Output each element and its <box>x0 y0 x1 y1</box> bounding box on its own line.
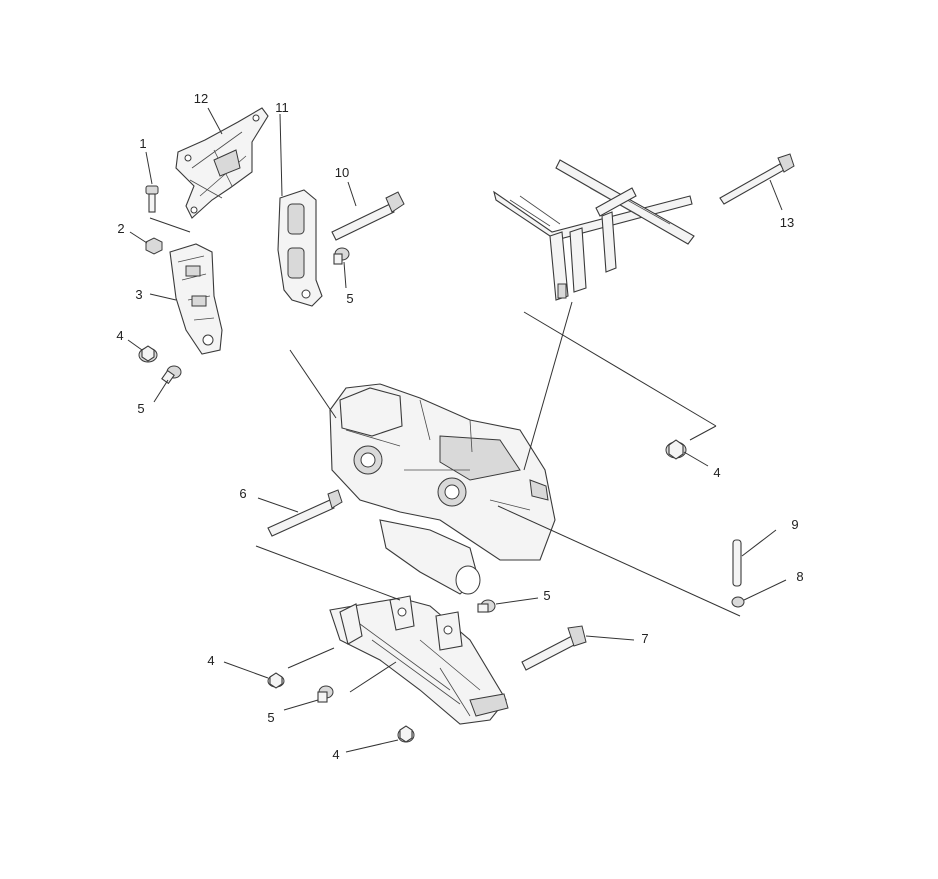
callout-5-upper-left: 5 <box>137 401 144 416</box>
part-5-short-bolt-d <box>317 685 334 703</box>
callout-4-bottom: 4 <box>332 747 339 762</box>
part-1-bolt <box>145 185 159 213</box>
part-9-pin <box>732 539 742 587</box>
callout-12: 12 <box>194 91 208 106</box>
part-4-flange-nut-b <box>665 439 687 460</box>
part-4-flange-nut-a <box>138 345 158 363</box>
callout-3: 3 <box>135 287 142 302</box>
lower-cradle <box>329 595 509 725</box>
part-8-nut <box>731 596 745 608</box>
part-10-long-bolt <box>331 191 405 241</box>
engine-assembly <box>329 383 556 595</box>
part-5-short-bolt-b <box>333 247 350 265</box>
callout-4-lower-left: 4 <box>207 653 214 668</box>
callout-4-right: 4 <box>713 465 720 480</box>
callout-11: 11 <box>275 100 289 115</box>
callout-7: 7 <box>641 631 648 646</box>
callout-4-upper-left: 4 <box>116 328 123 343</box>
part-4-flange-nut-c <box>267 672 285 689</box>
part-11-tall-bracket <box>277 189 323 307</box>
part-5-short-bolt-c <box>477 599 496 613</box>
part-6-long-bolt <box>267 489 343 537</box>
part-7-long-bolt <box>521 625 587 671</box>
frame-section <box>493 159 695 301</box>
part-5-short-bolt-a <box>161 365 182 385</box>
part-12-upper-bracket <box>175 107 269 219</box>
part-13-long-bolt <box>719 153 795 205</box>
callout-13: 13 <box>780 215 794 230</box>
callout-1: 1 <box>139 136 146 151</box>
callout-8: 8 <box>796 569 803 584</box>
callout-5-center: 5 <box>543 588 550 603</box>
callout-6: 6 <box>239 486 246 501</box>
leader-lines <box>127 107 787 753</box>
callout-2: 2 <box>117 221 124 236</box>
callout-labels: 1 2 3 4 5 12 11 10 5 13 4 6 9 8 5 7 4 5 … <box>116 91 803 762</box>
part-2-nut <box>145 237 163 255</box>
part-3-mount-bracket <box>169 243 223 355</box>
callout-10: 10 <box>335 165 349 180</box>
part-4-flange-nut-d <box>397 725 415 743</box>
callout-9: 9 <box>791 517 798 532</box>
callout-5-upper: 5 <box>346 291 353 306</box>
callout-5-lower-left: 5 <box>267 710 274 725</box>
